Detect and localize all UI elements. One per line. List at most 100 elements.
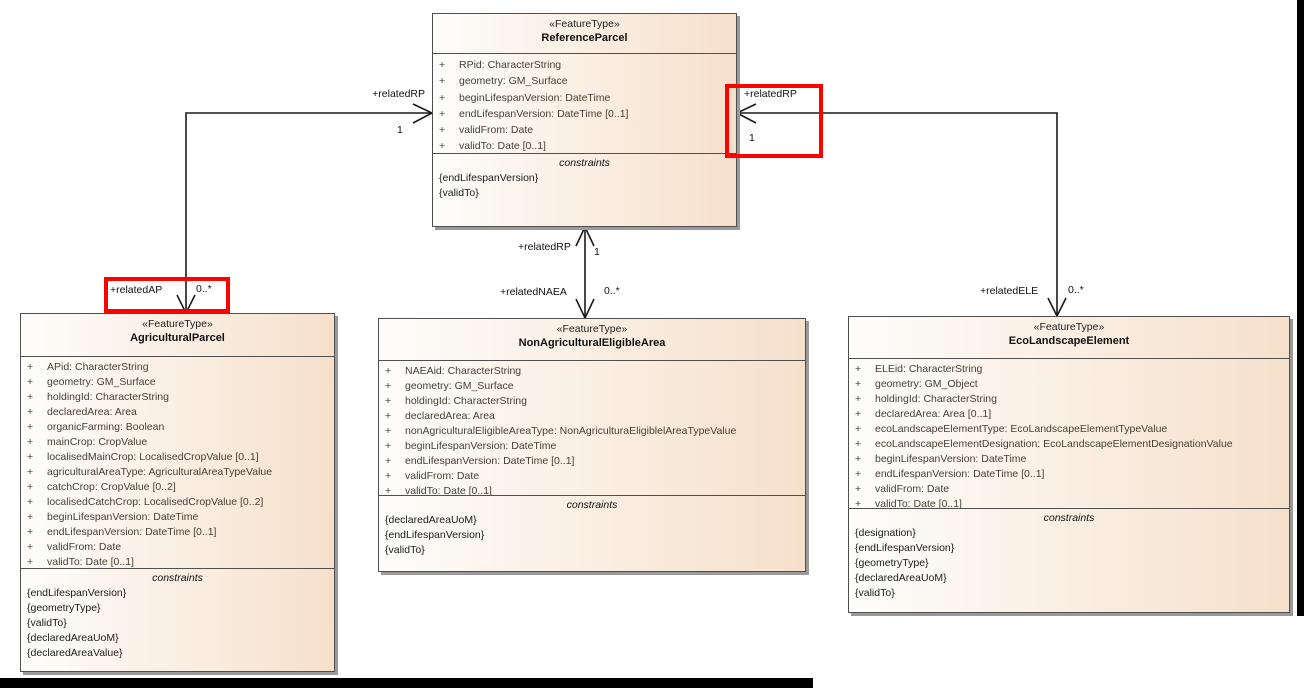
role-label-relatednaea: +relatedNAEA	[500, 286, 567, 298]
role-label-relatedrp-middle: +relatedRP	[518, 241, 571, 253]
visibility-plus: +	[855, 483, 862, 495]
visibility-plus: +	[439, 140, 446, 153]
visibility-plus: +	[855, 423, 862, 435]
constraint-row: {endLifespanVersion}	[439, 172, 539, 184]
multiplicity-label-1-middle: 1	[594, 246, 600, 258]
visibility-plus: +	[855, 408, 862, 420]
visibility-plus: +	[27, 526, 34, 538]
black-bar-bottom	[0, 678, 813, 688]
attribute-text: declaredArea: Area [0..1]	[875, 408, 992, 420]
constraints-title: constraints	[566, 499, 618, 511]
visibility-plus: +	[27, 541, 34, 553]
class-name: AgriculturalParcel	[130, 332, 225, 344]
class-header: «FeatureType» NonAgriculturalEligibleAre…	[379, 319, 805, 361]
visibility-plus: +	[27, 451, 34, 463]
constraint-row: {endLifespanVersion}	[27, 587, 127, 599]
stereotype-label: «FeatureType»	[556, 323, 628, 335]
class-name: ReferenceParcel	[541, 32, 628, 44]
red-highlight-box-relatedap	[104, 277, 230, 313]
attribute-row: + localisedMainCrop: LocalisedCropValue […	[27, 450, 330, 465]
attributes-compartment: + ELEid: CharacterString +geometry: GM_Ob…	[849, 359, 1289, 509]
visibility-plus: +	[855, 468, 862, 480]
attribute-row: +holdingId: CharacterString	[385, 394, 801, 409]
visibility-plus: +	[27, 511, 34, 523]
constraint-row: {validTo}	[439, 187, 479, 199]
visibility-plus: +	[385, 410, 392, 422]
class-nonagriculturaleligiblearea[interactable]: «FeatureType» NonAgriculturalEligibleAre…	[378, 318, 806, 572]
visibility-plus: +	[27, 481, 34, 493]
attribute-text: declaredArea: Area	[47, 406, 137, 418]
attribute-text: validTo: Date [0..1]	[875, 498, 962, 509]
visibility-plus: +	[385, 395, 392, 407]
red-highlight-box-relatedrp-right	[725, 84, 823, 158]
class-agriculturalparcel[interactable]: «FeatureType» AgriculturalParcel +APid: …	[20, 313, 335, 672]
attribute-row: + validFrom: Date	[385, 469, 801, 484]
stereotype-label: «FeatureType»	[142, 318, 213, 330]
stereotype-label: «FeatureType»	[549, 18, 620, 30]
attribute-text: validTo: Date [0..1]	[405, 485, 492, 496]
visibility-plus: +	[385, 365, 392, 377]
class-ecolandscapeelement[interactable]: «FeatureType» EcoLandscapeElement +ELEid…	[848, 316, 1290, 613]
attribute-text: validTo: Date [0..1]	[47, 556, 134, 568]
attribute-text: endLifespanVersion: DateTime [0..1]	[405, 455, 575, 467]
class-referenceparcel[interactable]: «FeatureType» ReferenceParcel +RPid: Cha…	[432, 13, 737, 227]
attribute-row: +geometry: GM_Object	[855, 377, 1285, 392]
class-header: «FeatureType» AgriculturalParcel	[21, 314, 334, 357]
attribute-row: +beginLifespanVersion: DateTime	[855, 452, 1285, 467]
attribute-text: geometry: GM_Surface	[405, 380, 514, 392]
class-header: «FeatureType» ReferenceParcel	[433, 14, 736, 54]
visibility-plus: +	[27, 556, 34, 568]
visibility-plus: +	[439, 75, 446, 88]
attribute-row: +NAEAid: CharacterString	[385, 364, 801, 379]
constraint-row: {geometryType}	[27, 602, 101, 614]
attribute-text: endLifespanVersion: DateTime [0..1]	[875, 468, 1045, 480]
multiplicity-label-0-star-middle: 0..*	[604, 285, 620, 297]
visibility-plus: +	[385, 470, 392, 482]
visibility-plus: +	[27, 361, 34, 373]
attribute-row: + declaredArea: Area	[385, 409, 801, 424]
attribute-text: validFrom: Date	[405, 470, 480, 482]
attribute-text: mainCrop: CropValue	[47, 436, 148, 448]
visibility-plus: +	[27, 436, 34, 448]
stereotype-label: «FeatureType»	[1033, 321, 1105, 333]
attribute-text: localisedMainCrop: LocalisedCropValue [0…	[47, 451, 259, 463]
attribute-text: beginLifespanVersion: DateTime	[875, 453, 1027, 465]
attribute-row: +ecoLandscapeElementType: EcoLandscapeEl…	[855, 422, 1285, 437]
role-label-relatedrp-right: +relatedRP	[744, 88, 797, 100]
visibility-plus: +	[385, 455, 392, 467]
constraints-compartment: constraints {declaredAreaUoM} {endLifesp…	[379, 496, 805, 558]
attribute-text: organicFarming: Boolean	[47, 421, 165, 433]
attribute-text: nonAgriculturalEligibleAreaType: NonAgri…	[405, 425, 737, 437]
visibility-plus: +	[439, 91, 446, 104]
attribute-text: declaredArea: Area	[405, 410, 495, 422]
attribute-row: + validTo: Date [0..1]	[385, 484, 801, 496]
role-label-relatedele: +relatedELE	[980, 285, 1039, 297]
attribute-row: + declaredArea: Area [0..1]	[855, 407, 1285, 422]
constraint-row: {validTo}	[855, 587, 895, 599]
attribute-row: +endLifespanVersion: DateTime [0..1]	[27, 525, 330, 540]
attribute-row: +validFrom: Date	[855, 482, 1285, 497]
attribute-text: beginLifespanVersion: DateTime	[459, 91, 611, 104]
multiplicity-label-1-left: 1	[397, 124, 403, 136]
constraint-row: {geometryType}	[855, 557, 929, 569]
visibility-plus: +	[27, 391, 34, 403]
visibility-plus: +	[385, 485, 392, 496]
arrowhead-down-into-ecolandscapeelement	[1047, 297, 1067, 318]
visibility-plus: +	[27, 406, 34, 418]
visibility-plus: +	[439, 124, 446, 137]
multiplicity-label-0-star-left: 0..*	[196, 283, 212, 295]
visibility-plus: +	[27, 496, 34, 508]
attribute-text: ELEid: CharacterString	[875, 363, 983, 375]
visibility-plus: +	[855, 393, 862, 405]
attribute-text: endLifespanVersion: DateTime [0..1]	[459, 107, 629, 120]
constraint-row: {designation}	[855, 527, 916, 539]
visibility-plus: +	[385, 425, 392, 437]
attribute-row: +catchCrop: CropValue [0..2]	[27, 480, 330, 495]
attribute-row: + validTo: Date [0..1]	[27, 555, 330, 568]
constraint-row: {declaredAreaValue}	[27, 647, 123, 659]
attribute-row: +localisedCatchCrop: LocalisedCropValue …	[27, 495, 330, 510]
attribute-row: +organicFarming: Boolean	[27, 420, 330, 435]
black-bar-right	[1297, 0, 1304, 616]
attribute-text: geometry: GM_Surface	[459, 75, 568, 88]
visibility-plus: +	[385, 440, 392, 452]
